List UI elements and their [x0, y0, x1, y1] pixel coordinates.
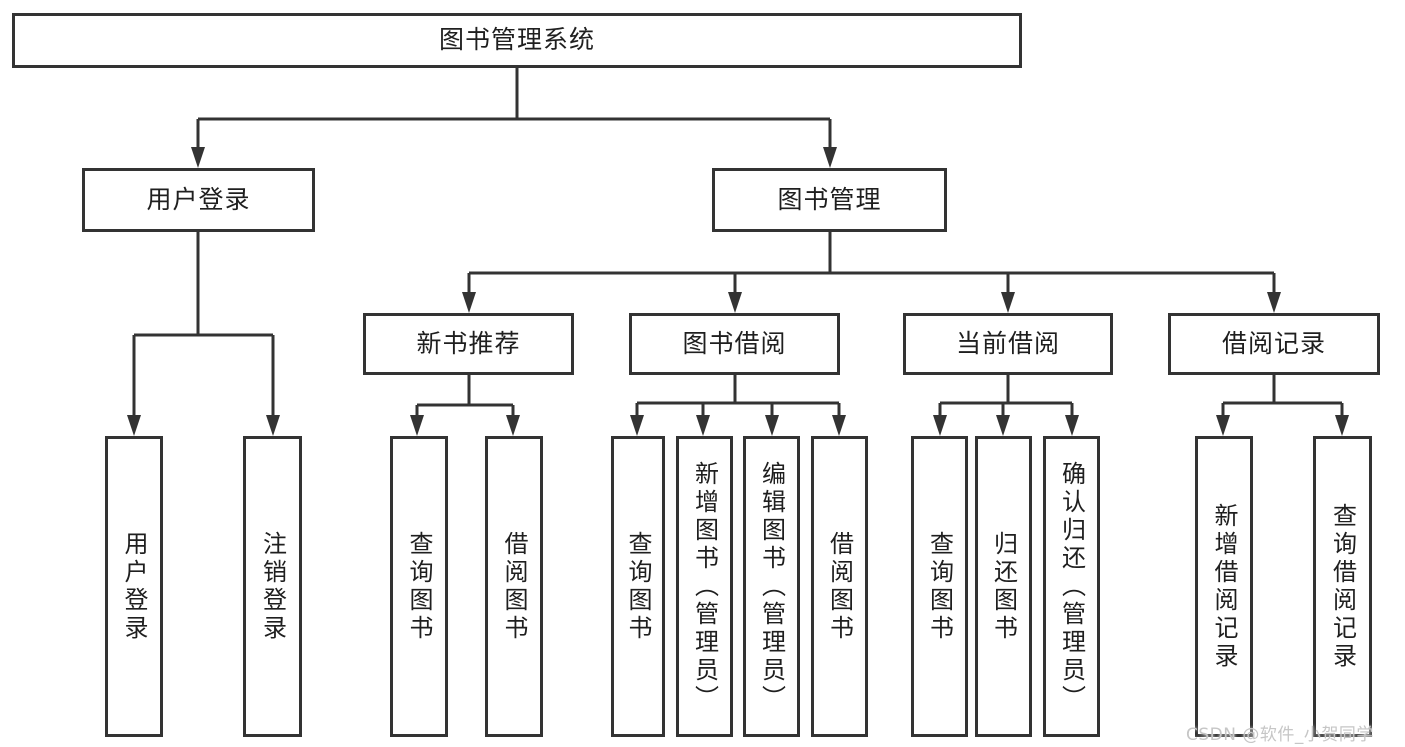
leaf-confirm-return-admin: 确认归还（管理员） — [1043, 436, 1100, 737]
leaf-add-borrow-record: 新增借阅记录 — [1195, 436, 1253, 737]
leaf-query-books-borrow: 查询图书 — [611, 436, 665, 737]
node-user-login: 用户登录 — [82, 168, 315, 232]
leaf-return-books: 归还图书 — [975, 436, 1032, 737]
connector-book-mgmt-to-level3 — [462, 232, 1281, 313]
leaf-borrow-books: 借阅图书 — [811, 436, 868, 737]
node-root: 图书管理系统 — [12, 13, 1022, 68]
connector-new-book-to-leaves — [410, 375, 520, 436]
node-book-borrowing: 图书借阅 — [629, 313, 840, 375]
node-book-management: 图书管理 — [712, 168, 947, 232]
node-new-book-recommend: 新书推荐 — [363, 313, 574, 375]
leaf-add-book-admin: 新增图书（管理员） — [676, 436, 733, 737]
node-borrowing-records: 借阅记录 — [1168, 313, 1380, 375]
leaf-query-books-current: 查询图书 — [911, 436, 968, 737]
leaf-logout: 注销登录 — [243, 436, 302, 737]
leaf-borrow-books-recommend: 借阅图书 — [485, 436, 543, 737]
connector-borrow-record-to-leaves — [1216, 375, 1349, 436]
leaf-user-login: 用户登录 — [105, 436, 163, 737]
leaf-query-books-recommend: 查询图书 — [390, 436, 448, 737]
connector-user-login-to-leaves — [127, 232, 280, 436]
leaf-query-borrow-record: 查询借阅记录 — [1313, 436, 1372, 737]
connector-current-borrow-to-leaves — [933, 375, 1079, 436]
leaf-edit-book-admin: 编辑图书（管理员） — [743, 436, 800, 737]
csdn-watermark: CSDN @软件_小贺同学 — [1186, 725, 1374, 745]
connector-root-to-level2 — [191, 68, 837, 168]
node-current-borrowing: 当前借阅 — [903, 313, 1113, 375]
connector-book-borrow-to-leaves — [630, 375, 846, 436]
